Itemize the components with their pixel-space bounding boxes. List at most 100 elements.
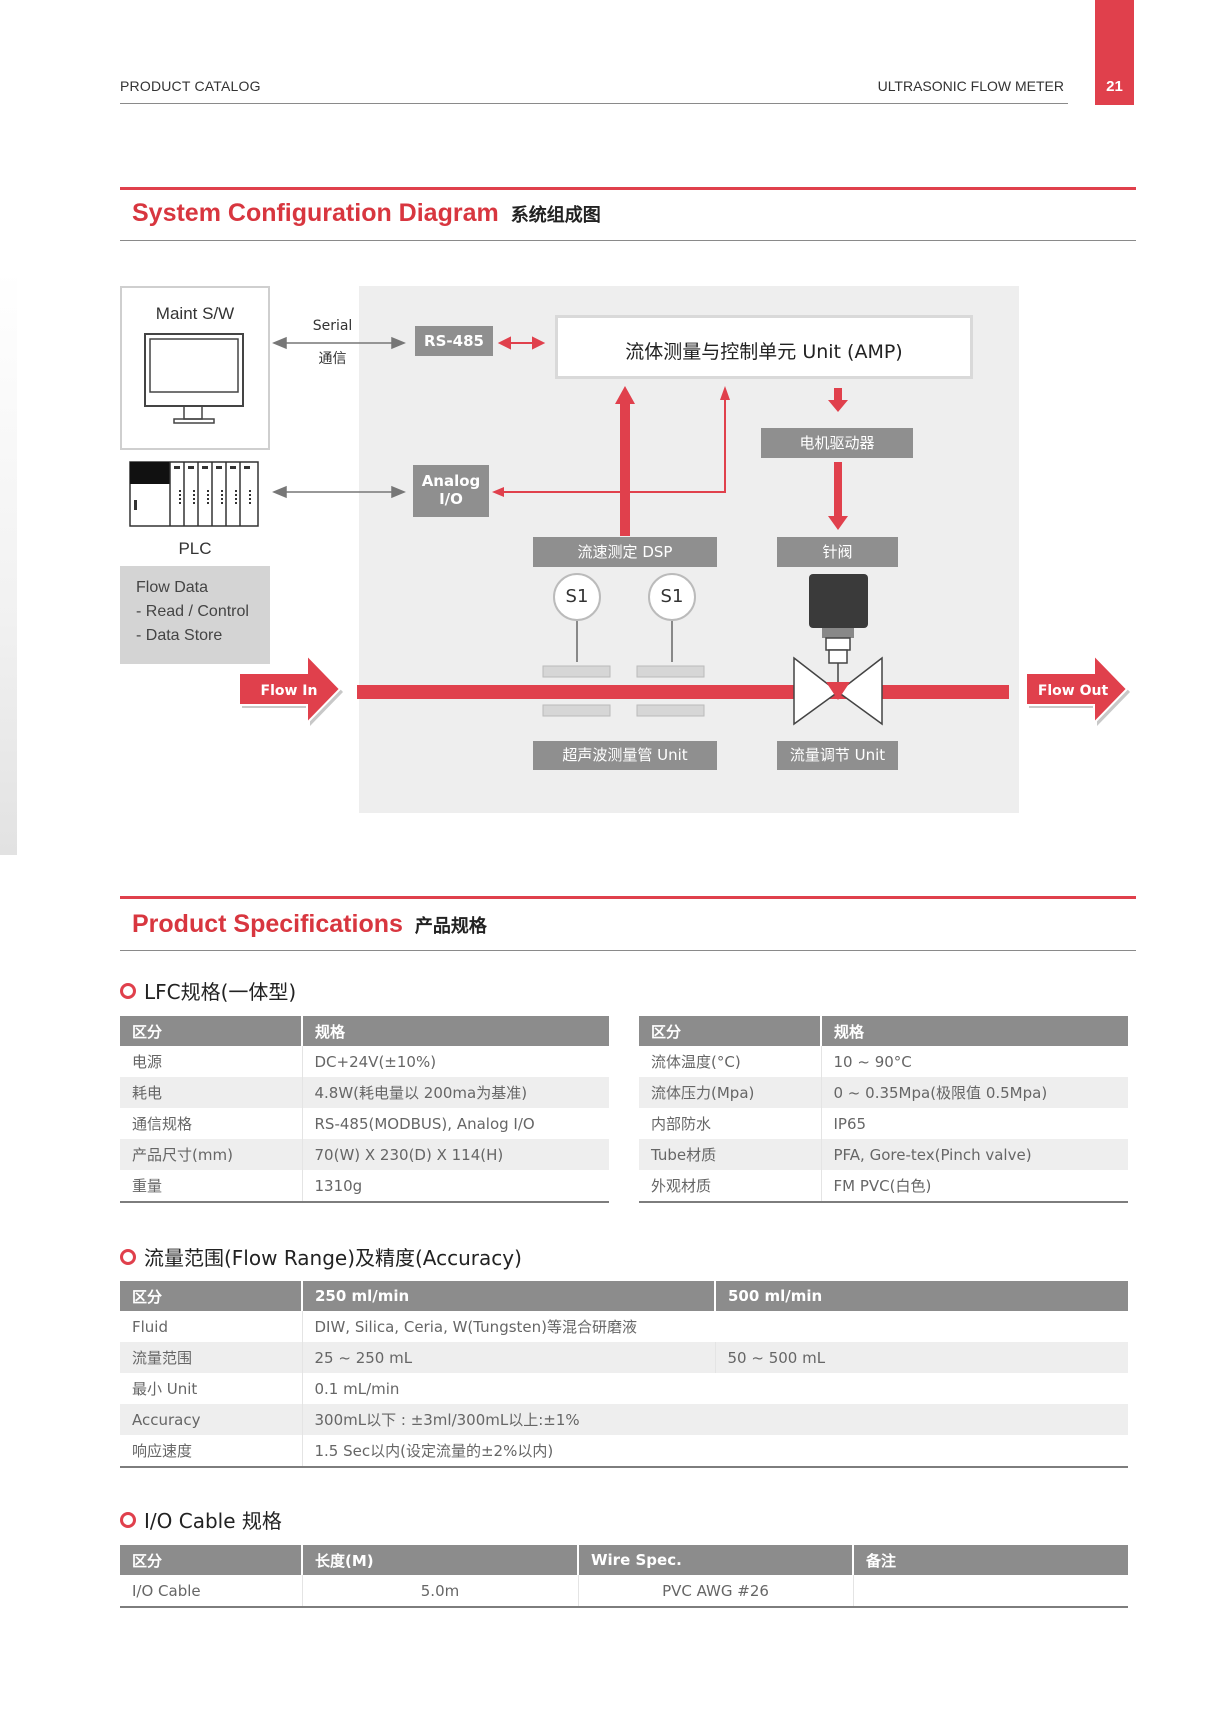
- flow-range-table: 区分 250 ml/min 500 ml/min Fluid DIW, Silic…: [120, 1281, 1128, 1468]
- table-row: 电源 DC+24V(±10%): [120, 1046, 609, 1077]
- page-tab: [1095, 0, 1134, 105]
- cell: RS-485(MODBUS), Analog I/O: [314, 1114, 535, 1133]
- sensor-2-label: S1: [660, 586, 684, 607]
- cell: 通信规格: [120, 1108, 303, 1139]
- cell: Accuracy: [120, 1404, 303, 1435]
- sensor-2-circle: [648, 573, 696, 621]
- table-row: 产品尺寸(mm)70(W) X 230(D) X 114(H): [120, 1139, 609, 1170]
- amp-to-motor-arrow: [828, 388, 848, 412]
- flow-in-label: Flow In: [260, 683, 318, 699]
- analog-arrow: [272, 485, 406, 499]
- io-cable-title: I/O Cable 规格: [144, 1509, 282, 1533]
- cell: PVC AWG #26: [578, 1575, 854, 1608]
- cell: I/O Cable: [120, 1575, 303, 1608]
- section2-rule-bottom: [120, 950, 1136, 951]
- sensor-1-label: S1: [565, 586, 589, 607]
- valve-body-right: [836, 656, 883, 726]
- lfc-right-header-category: 区分: [639, 1016, 822, 1046]
- motor-to-valve-arrow: [828, 462, 848, 530]
- cell: 电源: [120, 1046, 303, 1077]
- sensor-1-circle: [553, 573, 601, 621]
- cell: 流量范围: [120, 1342, 303, 1373]
- lfc-title: LFC规格(一体型): [144, 980, 297, 1004]
- cell: FM PVC(白色): [821, 1170, 1128, 1203]
- section-rule-top: [120, 187, 1136, 190]
- section2-title-cn: 产品规格: [414, 916, 487, 936]
- cell: PFA, Gore-tex(Pinch valve): [821, 1139, 1128, 1170]
- section-title-specs: Product Specifications 产品规格: [132, 910, 487, 939]
- io-header-category: 区分: [120, 1545, 303, 1575]
- lfc-table-right: 区分 规格 流体温度(°C)10 ~ 90°C 流体压力(Mpa)0 ~ 0.3…: [639, 1016, 1128, 1203]
- cell: DIW, Silica, Ceria, W(Tungsten)等混合研磨液: [314, 1318, 638, 1336]
- valve-actuator: [809, 574, 868, 628]
- transducer-top-1: [542, 665, 611, 678]
- rs485-box: RS-485: [415, 326, 493, 356]
- io-header-note: 备注: [853, 1545, 1128, 1575]
- table-row: 通信规格 RS-485(MODBUS), Analog I/O: [120, 1108, 609, 1139]
- flow-range-header-250: 250 ml/min: [302, 1281, 716, 1311]
- cell: 流体温度(°C): [639, 1046, 822, 1077]
- cell: 耗电: [120, 1077, 303, 1108]
- flow-out-label: Flow Out: [1037, 683, 1109, 699]
- section-rule-bottom: [120, 240, 1136, 241]
- cell: IP65: [833, 1114, 867, 1133]
- cell: 70(W) X 230(D) X 114(H): [302, 1139, 609, 1170]
- section2-rule-top: [120, 896, 1136, 899]
- cell: [853, 1575, 1128, 1608]
- cell: 25 ~ 250 mL: [302, 1342, 716, 1373]
- io-cable-table: 区分 长度(M) Wire Spec. 备注 I/O Cable 5.0m PV…: [120, 1545, 1128, 1608]
- dsp-up-arrow: [615, 386, 635, 536]
- io-label: I/O: [439, 490, 463, 508]
- cell: 0 ~ 0.35Mpa(极限值 0.5Mpa): [821, 1077, 1128, 1108]
- cell: Fluid: [120, 1311, 303, 1342]
- section-title-cn: 系统组成图: [510, 205, 601, 225]
- flow-in-arrow: [238, 652, 343, 726]
- cell: 1.5 Sec以内(设定流量的±2%以内): [302, 1435, 1128, 1468]
- io-cable-bullet: [120, 1512, 136, 1528]
- dsp-box: 流速测定 DSP: [533, 537, 717, 567]
- flow-out-arrow: [1025, 652, 1130, 726]
- cell: 产品尺寸(mm): [120, 1139, 303, 1170]
- header-divider: [120, 103, 1068, 104]
- flow-range-title: 流量范围(Flow Range)及精度(Accuracy): [144, 1246, 522, 1270]
- cell: 0.1 mL/min: [314, 1379, 400, 1398]
- cell: 最小 Unit: [120, 1373, 303, 1404]
- flow-data-box: [120, 566, 270, 664]
- flow-range-header-category: 区分: [120, 1281, 303, 1311]
- section-title-en: System Configuration Diagram: [132, 199, 499, 227]
- flow-adjust-unit-box: 流量调节 Unit: [777, 741, 898, 770]
- table-row: 流体温度(°C) 10 ~ 90°C: [639, 1046, 1128, 1077]
- lfc-bullet: [120, 983, 136, 999]
- flow-pipe: [357, 685, 1009, 699]
- cell: 10 ~ 90°C: [833, 1052, 912, 1071]
- cell: 50 ~ 500 mL: [715, 1342, 1128, 1373]
- lfc-left-header-category: 区分: [120, 1016, 303, 1046]
- section2-title-en: Product Specifications: [132, 910, 403, 938]
- monitor-icon: [144, 333, 244, 424]
- flow-range-header-500: 500 ml/min: [715, 1281, 1128, 1311]
- cell: 300mL以下 : ±3ml/300mL以上:±1%: [302, 1404, 1128, 1435]
- cell: DC+24V(±10%): [314, 1052, 437, 1071]
- maint-sw-label: Maint S/W: [155, 304, 235, 323]
- valve-body-left: [793, 656, 840, 726]
- amp-unit-box: [555, 315, 973, 379]
- flow-data-title: Flow Data: [136, 579, 209, 596]
- table-row: 流体压力(Mpa)0 ~ 0.35Mpa(极限值 0.5Mpa): [639, 1077, 1128, 1108]
- table-row: Fluid DIW, Silica, Ceria, W(Tungsten)等混合研…: [120, 1311, 1128, 1342]
- rs485-amp-arrow: [497, 336, 546, 350]
- cell: 4.8W(耗电量以 200ma为基准): [302, 1077, 609, 1108]
- valve-stem-top: [822, 628, 854, 638]
- serial-label: Serial: [312, 318, 353, 334]
- amp-unit-label: 流体测量与控制单元 Unit (AMP): [625, 341, 903, 363]
- cell: Tube材质: [639, 1139, 822, 1170]
- feedback-arrow: [500, 398, 726, 493]
- cell: 流体压力(Mpa): [639, 1077, 822, 1108]
